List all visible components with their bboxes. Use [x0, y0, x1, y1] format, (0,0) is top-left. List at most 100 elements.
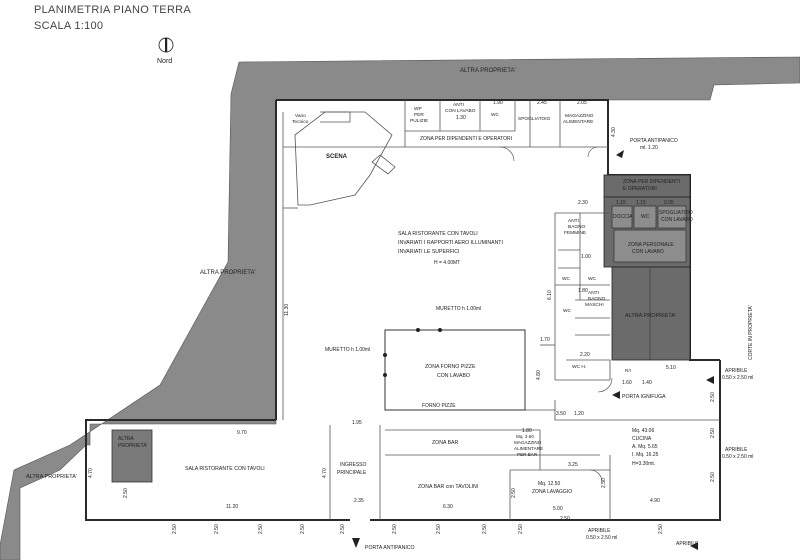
- wc-top-label: WC: [491, 112, 500, 118]
- dim-500: 5.00: [553, 506, 563, 512]
- dim-610: 6.10: [547, 290, 553, 300]
- anti-bagno-m-line2: BAGNO: [588, 296, 606, 302]
- dim-195: 1.95: [352, 420, 362, 426]
- dim-1130: 11.30: [284, 304, 290, 316]
- door-swings: [499, 146, 613, 483]
- dim-630: 6.30: [443, 504, 453, 510]
- cucina-line1: Mq. 43.06: [632, 428, 654, 434]
- porta-antipanico-bottom-label: PORTA ANTIPANICO: [365, 545, 415, 551]
- corte-label: CORTE IN PROPRIETA': [748, 305, 754, 360]
- vano-line1: Vano: [295, 113, 306, 119]
- sala-main-line1: SALA RISTORANTE CON TAVOLI: [398, 231, 478, 237]
- wc-m-label: WC: [563, 308, 572, 314]
- dim-190: 1.90: [493, 100, 503, 106]
- altra-small-line1: ALTRA: [118, 436, 134, 442]
- ingresso-line2: PRINCIPALE: [337, 470, 367, 476]
- dim-180b: 1.80: [522, 428, 532, 434]
- mag-bar-line3: ALIMENTARE: [514, 446, 543, 451]
- page-title: PLANIMETRIA PIANO TERRA: [34, 4, 192, 16]
- anti-bagno-m-line3: MASCHI: [585, 302, 604, 308]
- wp-line1: WP: [414, 106, 422, 112]
- wc-f1-label: WC: [562, 276, 571, 282]
- forno-line1: ZONA FORNO PIZZE: [425, 364, 476, 370]
- porta-antipanico-top-line1: PORTA ANTIPANICO: [630, 138, 678, 144]
- dim-250l: 2.50: [436, 524, 442, 534]
- muretto1-label: MURETTO h 1.00ml: [436, 306, 481, 312]
- porta-antipanico-arrow-icon: [352, 538, 360, 548]
- lavaggio-line2: ZONA LAVAGGIO: [532, 489, 572, 495]
- dim-250a: 2.50: [511, 488, 517, 498]
- zona-personale-line2: CON LAVABO: [632, 249, 664, 255]
- vano-line2: Tecnico: [292, 119, 309, 125]
- dim-250g: 2.50: [214, 524, 220, 534]
- dim-120: 1.20: [574, 411, 584, 417]
- dim-170: 1.70: [540, 337, 550, 343]
- doccia-label: DOCCIA: [613, 214, 633, 220]
- altra-proprieta-top: ALTRA PROPRIETA': [460, 68, 516, 74]
- dim-250f: 2.50: [172, 524, 178, 534]
- zona-dip-r-line1: ZONA PER DIPENDENTI: [623, 179, 680, 185]
- zona-personale-line1: ZONA PERSONALE: [628, 242, 674, 248]
- dim-470b: 4.70: [322, 468, 328, 478]
- wp-line3: PULIZIE: [410, 118, 428, 124]
- dim-115b: 1.15: [636, 200, 646, 206]
- dim-480: 4.80: [536, 370, 542, 380]
- anti-lavabo-line2: CON LAVABO: [445, 108, 476, 114]
- cucina-line5: H=3.30mt.: [632, 461, 655, 467]
- mag-alim-line1: MAGAZZINO: [565, 113, 594, 119]
- porta-antipanico-top-arrow-icon: [616, 150, 624, 158]
- apribile3-line1: APRIBILE: [588, 528, 611, 534]
- dim-350: 3.50: [556, 411, 566, 417]
- apribile2-line1: APRIBILE: [725, 447, 748, 453]
- dim-250d: 2.50: [710, 472, 716, 482]
- wc-f2-label: WC: [588, 276, 597, 282]
- lavaggio-line1: Mq. 12.50: [538, 481, 560, 487]
- dim-490: 4.90: [650, 498, 660, 504]
- dim-230: 2.30: [578, 200, 588, 206]
- apribile1-line1: APRIBILE: [725, 368, 748, 374]
- interior-partitions: [282, 100, 720, 520]
- dim-245: 2.45: [537, 100, 547, 106]
- altra-proprieta-dark-label: ALTRA PROPRIETA': [625, 313, 676, 319]
- porta-antipanico-top-line2: ml. 1.20: [640, 145, 658, 151]
- dim-250c: 2.50: [710, 392, 716, 402]
- dim-160: 1.60: [622, 380, 632, 386]
- mag-bar-line4: PER BAR: [517, 452, 538, 457]
- apribile4-label: APRIBILE: [676, 541, 699, 547]
- dim-970: 9.70: [237, 430, 247, 436]
- dim-1120: 11.20: [226, 504, 238, 510]
- ingresso-line1: INGRESSO: [340, 462, 367, 468]
- dim-325: 3.25: [568, 462, 578, 468]
- altra-proprieta-small-box: [111, 429, 153, 483]
- forno-pizze-label: FORNO PIZZE: [422, 403, 456, 409]
- dim-250k: 2.50: [392, 524, 398, 534]
- sala-main-line3: INVARIATI LE SUPERFICI: [398, 249, 460, 255]
- muretto2-label: MURETTO h 1.00ml: [325, 347, 370, 353]
- dim-100: 1.00: [581, 254, 591, 260]
- apribile1-line2: 0.50 x 2.50 ml: [722, 375, 753, 381]
- zona-bar-tavolini-label: ZONA BAR con TAVOLINI: [418, 484, 478, 490]
- anti-bagno-m-line1: ANTI: [588, 290, 599, 296]
- dim-250o: 2.50: [658, 524, 664, 534]
- spogliatoio-label: SPOGLIATOIO: [518, 116, 551, 122]
- dim-510: 5.10: [666, 365, 676, 371]
- dim-430: 4.30: [611, 127, 617, 137]
- sala-main-line4: H = 4.00MT: [434, 260, 460, 266]
- dim-205b: 2.05: [664, 200, 674, 206]
- mag-bar-line1: Mq. 3.60: [516, 434, 534, 439]
- building-walls: [85, 99, 721, 521]
- dim-250b: 2.50: [601, 478, 607, 488]
- mag-alim-line2: ALIMENTARE: [563, 119, 593, 125]
- apribile2-line2: 0.50 x 2.50 ml: [722, 454, 753, 460]
- altra-proprieta-dark-right: [611, 266, 691, 361]
- ri-label: R/I: [625, 368, 631, 373]
- dim-235: 2.35: [354, 498, 364, 504]
- north-label: Nord: [157, 58, 172, 65]
- wc-doccia-label: WC: [641, 214, 650, 220]
- apribile-bottom-arrow-icon: [690, 542, 698, 550]
- zona-dip-r-line2: E OPERATORI: [623, 186, 657, 192]
- scale-label: SCALA 1:100: [34, 20, 104, 32]
- spogliatoio-r-line1: SPOGLIATOIO: [659, 210, 693, 216]
- dim-140: 1.40: [642, 380, 652, 386]
